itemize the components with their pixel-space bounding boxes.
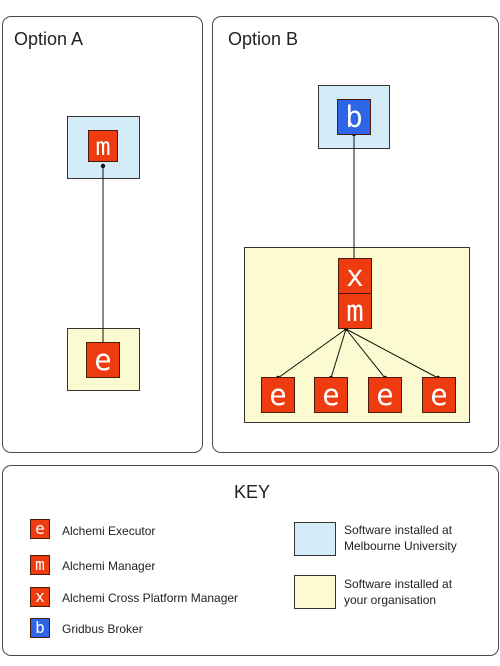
key-executor-icon: e <box>30 519 50 539</box>
option-a-executor-node: e <box>86 342 120 378</box>
key-melbourne-label: Software installed at Melbourne Universi… <box>344 522 457 554</box>
key-melbourne-swatch <box>294 522 336 556</box>
key-broker-label: Gridbus Broker <box>62 622 143 636</box>
option-b-broker-node: b <box>337 99 371 135</box>
key-organisation-label: Software installed at your organisation <box>344 576 452 608</box>
key-title: KEY <box>234 482 271 502</box>
option-b-executor-node-4: e <box>422 377 456 413</box>
key-organisation-label-line2: your organisation <box>344 593 437 607</box>
option-b-executor-node-3: e <box>368 377 402 413</box>
key-broker-icon: b <box>30 618 50 638</box>
option-b-manager-node: m <box>338 293 372 329</box>
key-cross-label: Alchemi Cross Platform Manager <box>62 591 239 605</box>
option-a-title: Option A <box>14 29 84 49</box>
link-manager-executor-b2 <box>330 328 347 379</box>
option-b-cross-node: x <box>338 258 372 294</box>
link-dot <box>100 163 106 169</box>
link-manager-executor-b3 <box>345 328 386 379</box>
key-executor-label: Alchemi Executor <box>62 524 156 538</box>
link-manager-executor-b1 <box>277 328 347 379</box>
key-organisation-swatch <box>294 575 336 609</box>
key-manager-icon: m <box>30 555 50 575</box>
option-b-title: Option B <box>228 29 299 49</box>
key-manager-label: Alchemi Manager <box>62 559 156 573</box>
link-manager-executor-b4 <box>345 328 439 379</box>
key-melbourne-label-line2: Melbourne University <box>344 539 457 553</box>
key-organisation-label-line1: Software installed at <box>344 577 453 591</box>
option-b-executor-node-1: e <box>261 377 295 413</box>
option-b-executor-node-2: e <box>314 377 348 413</box>
key-panel: KEY <box>2 465 499 656</box>
key-cross-icon: x <box>30 587 50 607</box>
option-a-manager-node: m <box>88 130 118 162</box>
key-melbourne-label-line1: Software installed at <box>344 523 453 537</box>
